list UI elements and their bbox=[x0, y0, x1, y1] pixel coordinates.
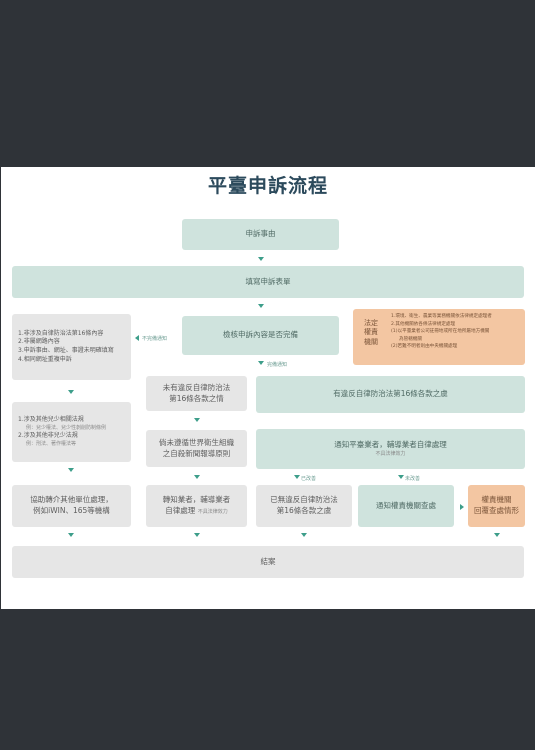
scope-item: 2.非屬網路內容 bbox=[18, 338, 60, 346]
scope-item: 3.申訴事由、網址、事證未明確填寫 bbox=[18, 347, 114, 354]
arrow-down-icon bbox=[294, 475, 300, 479]
not-violate-box: 未有違反自律防治法 第16條各款之情 bbox=[146, 376, 247, 411]
incomplete-notice-label: 不完備通知 bbox=[142, 336, 168, 342]
scope-item: 4.相同網址重複申訴 bbox=[18, 355, 72, 363]
not-violate-line: 未有違反自律防治法 bbox=[162, 382, 231, 392]
transfer-box: 轉知業者，輔導業者 自律處理 不具法律效力 bbox=[146, 485, 247, 527]
grievance-label: 申訴事由 bbox=[245, 229, 276, 239]
other-law-example: 例：兒少權法、兒少性剝削防制條例 bbox=[26, 424, 107, 431]
arrow-down-icon bbox=[194, 418, 200, 422]
scope-item: 1.非涉及自律防治法第16條內容 bbox=[18, 329, 104, 337]
arrow-left-icon bbox=[460, 504, 464, 510]
arrow-left-icon bbox=[135, 335, 139, 341]
authority-item: 為管轄機關 bbox=[399, 336, 422, 342]
arrow-down-icon bbox=[194, 475, 200, 479]
other-law-example: 例：刑法、著作權法等 bbox=[26, 440, 77, 447]
complete-notice-label: 完備通知 bbox=[267, 362, 288, 368]
arrow-down-icon bbox=[258, 257, 264, 261]
already-resolved-box: 已無違反自律防治法 第16條各款之虞 bbox=[256, 485, 352, 527]
authority-label-line: 機關 bbox=[364, 337, 378, 346]
assist-box: 協助轉介其他單位處理， 例如iWIN、165等機構 bbox=[12, 485, 131, 527]
authority-reply-box: 權責機關 回覆查處情形 bbox=[468, 485, 525, 527]
arrow-down-icon bbox=[398, 475, 404, 479]
already-resolved-line: 已無違反自律防治法 bbox=[270, 495, 338, 505]
authority-label: 法定 權責 機關 bbox=[359, 319, 383, 347]
who-guideline-box: 倘未遵循世界衛生組織 之自殺新聞報導原則 bbox=[146, 430, 247, 467]
arrow-down-icon bbox=[194, 533, 200, 537]
authority-item: (1)以平臺業者公司註冊地或所在地所屬地方機關 bbox=[391, 329, 490, 335]
who-guideline-line: 之自殺新聞報導原則 bbox=[162, 448, 231, 458]
transfer-line: 自律處理 不具法律效力 bbox=[165, 506, 227, 517]
fill-form-label: 填寫申訴表單 bbox=[245, 276, 291, 286]
authority-label-line: 法定 bbox=[364, 319, 378, 327]
violate-label: 有違反自律防治法第16條各款之虞 bbox=[333, 389, 448, 399]
notify-platform-note: 不具法律效力 bbox=[375, 450, 406, 457]
notify-platform-label: 通知平臺業者，輔導業者自律處理 bbox=[334, 439, 447, 449]
page-title: 平臺申訴流程 bbox=[207, 175, 328, 197]
authority-item: (2)若難不明者則由中央機關處理 bbox=[391, 344, 458, 350]
flowchart-sheet: 平臺申訴流程 申訴事由 填寫申訴表單 1.非涉及自律防治法第16條內容 2.非屬… bbox=[1, 167, 535, 609]
arrow-down-icon bbox=[68, 533, 74, 537]
not-processed-label: 未改善 bbox=[405, 476, 421, 482]
arrow-down-icon bbox=[68, 390, 74, 394]
arrow-down-icon bbox=[494, 533, 500, 537]
not-violate-line: 第16條各款之情 bbox=[169, 393, 224, 403]
assist-line: 例如iWIN、165等機構 bbox=[33, 506, 110, 515]
authority-item: 1.環境、衛生、農業等業務機關依法律規定處理者 bbox=[391, 314, 492, 319]
out-of-scope-box: 1.非涉及自律防治法第16條內容 2.非屬網路內容 3.申訴事由、網址、事證未明… bbox=[12, 314, 131, 380]
authority-reply-line: 權責機關 bbox=[481, 495, 512, 505]
arrow-down-icon bbox=[301, 533, 307, 537]
notify-authority-box: 通知權責機關查處 bbox=[358, 485, 454, 527]
transfer-line: 轉知業者，輔導業者 bbox=[162, 495, 231, 505]
already-resolved-line: 第16條各款之虞 bbox=[276, 506, 332, 515]
who-guideline-line: 倘未遵循世界衛生組織 bbox=[159, 437, 234, 447]
other-law-item: 2.涉及其他非兒少法規 bbox=[18, 432, 78, 439]
grievance-box: 申訴事由 bbox=[182, 219, 339, 250]
other-laws-box: 1.涉及其他兒少相關法規 例：兒少權法、兒少性剝削防制條例 2.涉及其他非兒少法… bbox=[12, 402, 131, 462]
arrow-down-icon bbox=[68, 468, 74, 472]
authority-reply-line: 回覆查處情形 bbox=[474, 506, 519, 515]
fill-form-box: 填寫申訴表單 bbox=[12, 266, 524, 298]
end-box: 結案 bbox=[12, 546, 524, 578]
transfer-line-text: 自律處理 bbox=[165, 506, 196, 515]
transfer-note: 不具法律效力 bbox=[197, 509, 228, 515]
review-box: 檢核申訴內容是否完備 bbox=[182, 316, 339, 355]
review-label: 檢核申訴內容是否完備 bbox=[223, 330, 298, 340]
authority-label-line: 權責 bbox=[364, 328, 378, 337]
notify-platform-box: 通知平臺業者，輔導業者自律處理 不具法律效力 bbox=[256, 429, 525, 469]
processed-label: 已改善 bbox=[301, 476, 317, 482]
arrow-down-icon bbox=[258, 304, 264, 308]
other-law-item: 1.涉及其他兒少相關法規 bbox=[18, 416, 84, 424]
violate-box: 有違反自律防治法第16條各款之虞 bbox=[256, 376, 525, 413]
arrow-down-icon bbox=[258, 361, 264, 365]
end-label: 結案 bbox=[260, 556, 276, 566]
authority-list: 1.環境、衛生、農業等業務機關依法律規定處理者 2.其他機關依各條法律規定處理 … bbox=[391, 313, 523, 351]
authority-item: 2.其他機關依各條法律規定處理 bbox=[391, 321, 456, 327]
notify-authority-label: 通知權責機關查處 bbox=[376, 500, 436, 510]
assist-line: 協助轉介其他單位處理， bbox=[30, 495, 113, 505]
authority-box: 法定 權責 機關 1.環境、衛生、農業等業務機關依法律規定處理者 2.其他機關依… bbox=[353, 309, 525, 365]
